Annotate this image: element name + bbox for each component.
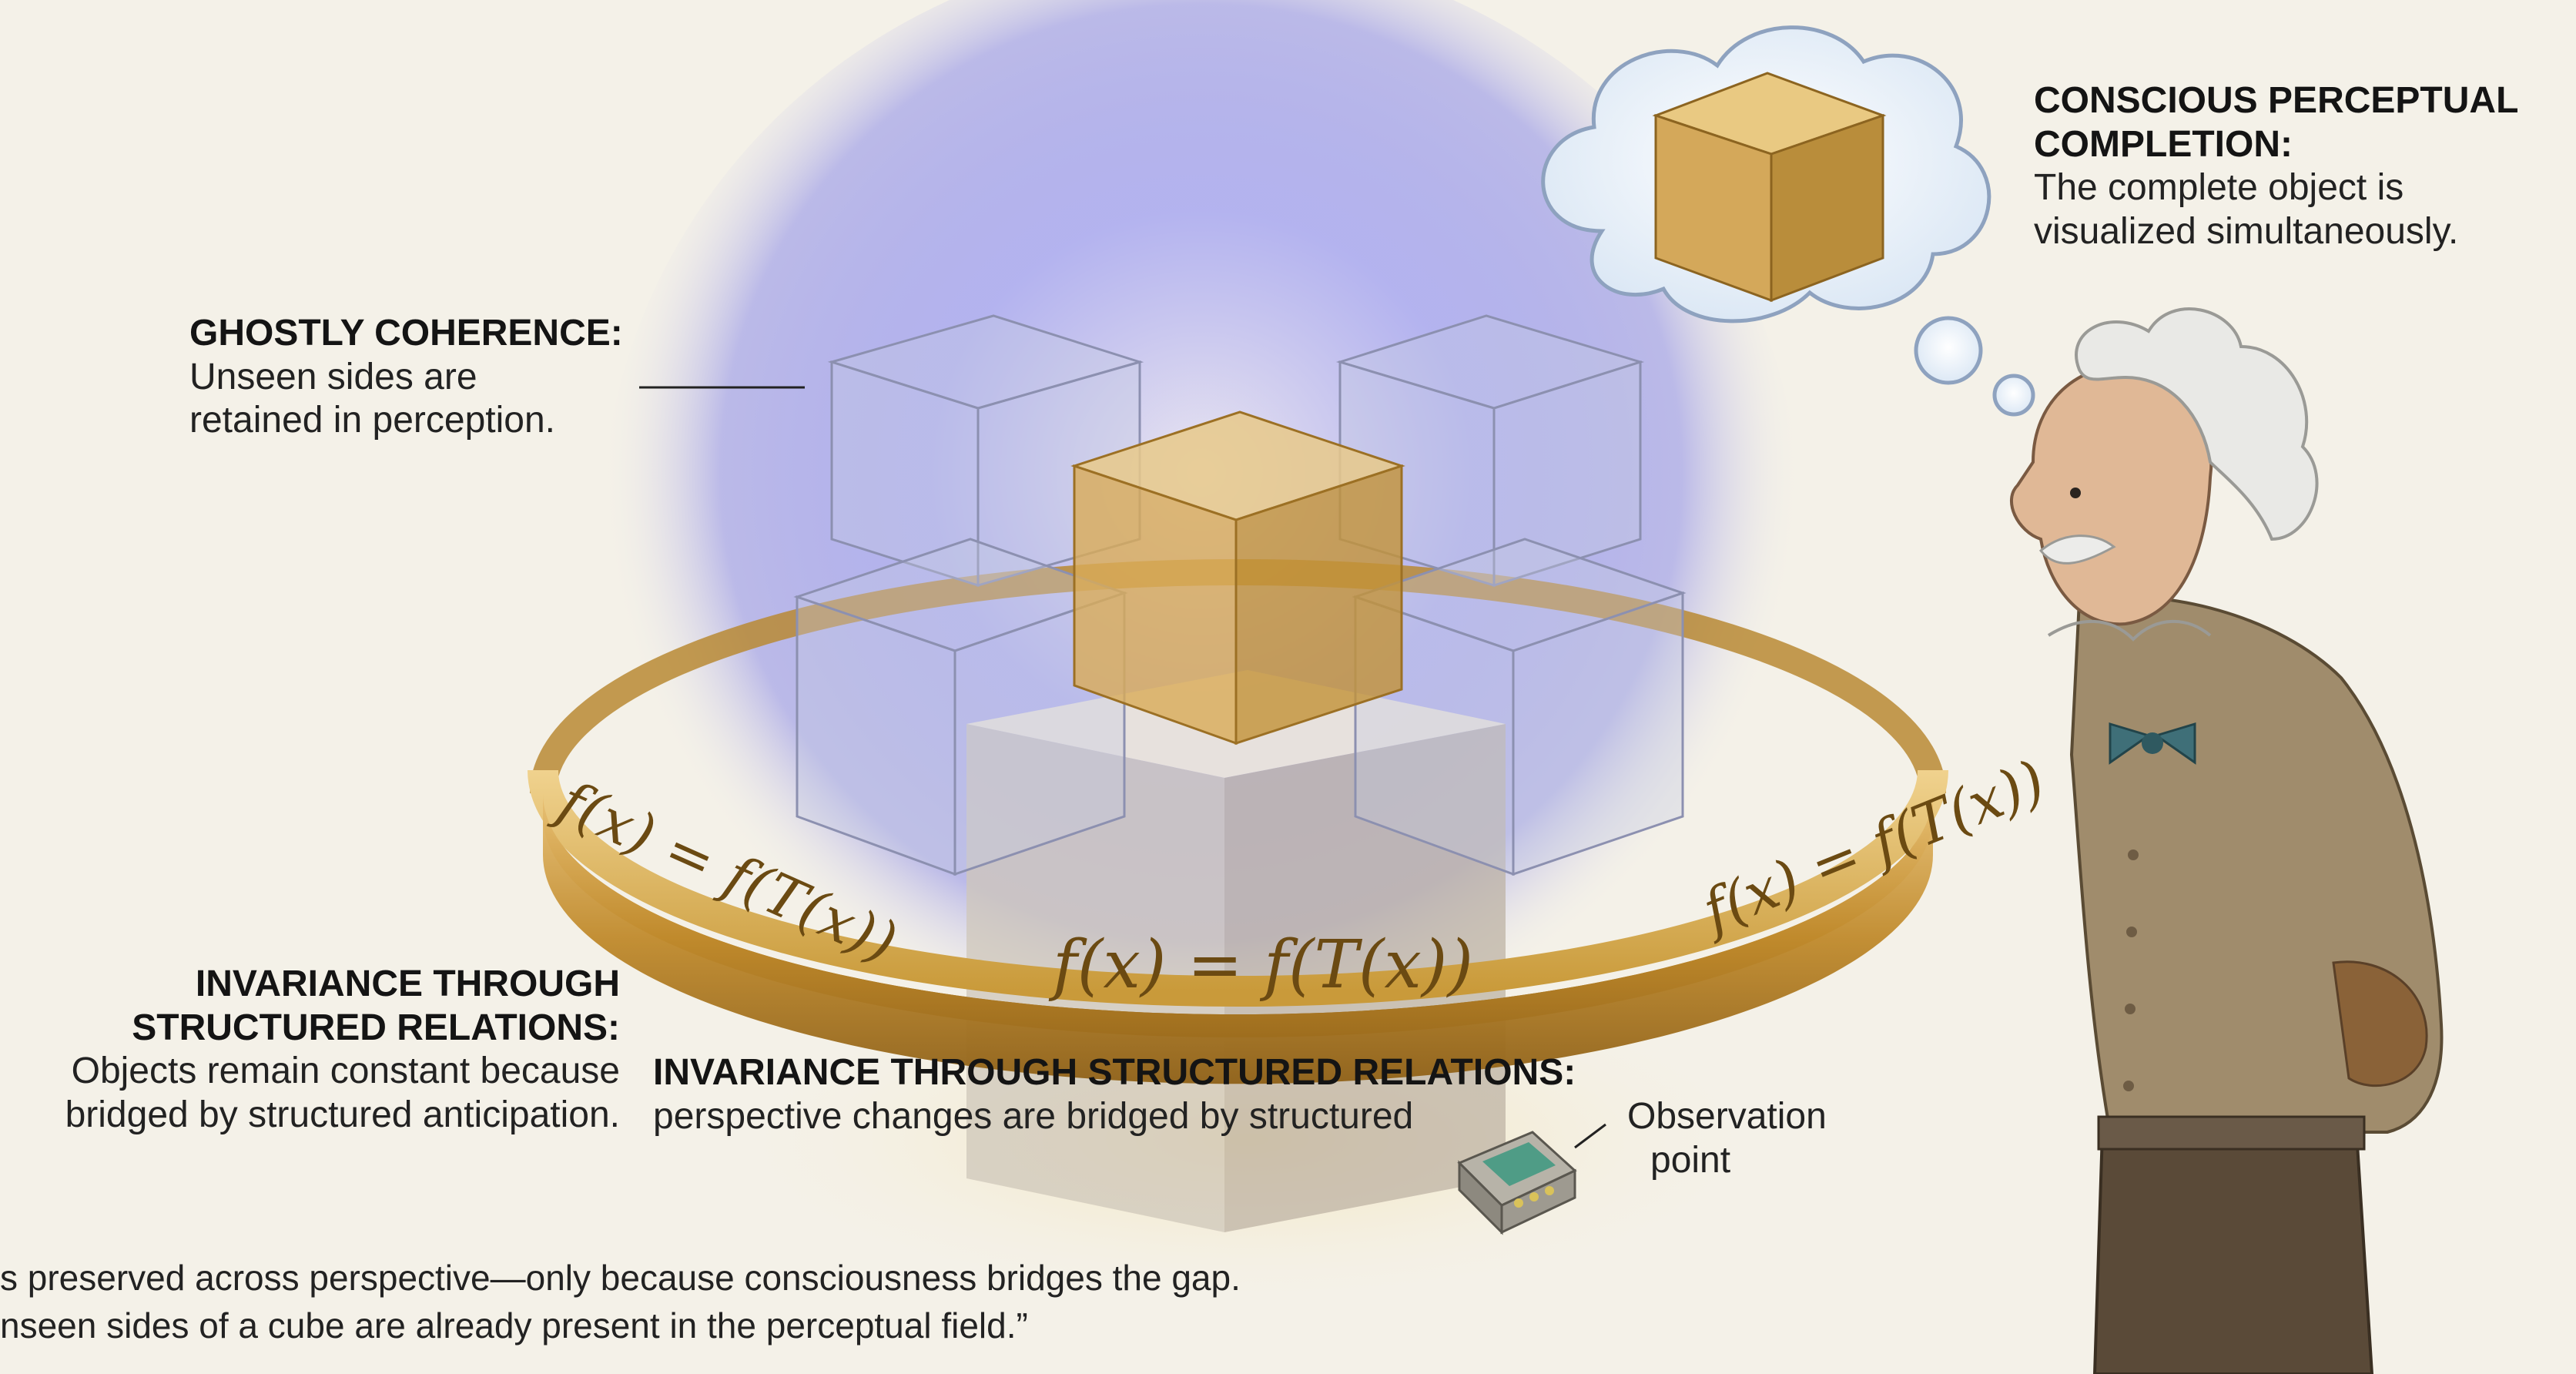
central-gold-cube bbox=[1070, 411, 1405, 746]
conscious-body-line1: The complete object is bbox=[2034, 167, 2404, 209]
ghostly-body-line2: retained in perception. bbox=[189, 400, 555, 441]
observation-point-label: Observation point bbox=[1627, 1095, 1827, 1182]
ghostly-title: GHOSTLY COHERENCE: bbox=[189, 313, 623, 354]
ghost-cube-back-right bbox=[1335, 314, 1645, 588]
invariance-left-title-line1: INVARIANCE THROUGH bbox=[195, 963, 620, 1004]
observation-line1: Observation bbox=[1627, 1096, 1827, 1137]
ring-formula-center: f(x) = f(T(x)) bbox=[1048, 927, 1473, 1004]
observation-line2: point bbox=[1650, 1139, 1731, 1181]
invariance-left-body-line1: Objects remain constant because bbox=[71, 1051, 620, 1092]
invariance-center-body: perspective changes are bridged by struc… bbox=[653, 1095, 1414, 1137]
conscious-body-line2: visualized simultaneously. bbox=[2034, 210, 2459, 252]
ghostly-coherence-label: GHOSTLY COHERENCE: Unseen sides are reta… bbox=[189, 312, 623, 443]
invariance-center-label: INVARIANCE THROUGH STRUCTURED RELATIONS:… bbox=[653, 1051, 1576, 1138]
ghost-cube-front-right bbox=[1352, 538, 1687, 876]
cube-icon bbox=[1652, 72, 1887, 303]
quote-line2: nseen sides of a cube are already presen… bbox=[0, 1305, 1028, 1346]
invariance-left-label: INVARIANCE THROUGH STRUCTURED RELATIONS:… bbox=[0, 963, 620, 1138]
gold-ring-front bbox=[528, 769, 1948, 1084]
ghostly-body-line1: Unseen sides are bbox=[189, 356, 477, 397]
conscious-title-line2: COMPLETION: bbox=[2034, 123, 2293, 165]
quote-line1: s preserved across perspective—only beca… bbox=[0, 1258, 1241, 1298]
observation-device-icon bbox=[1457, 1123, 1606, 1235]
invariance-left-title-line2: STRUCTURED RELATIONS: bbox=[132, 1007, 620, 1048]
conscious-title-line1: CONSCIOUS PERCEPTUAL bbox=[2034, 80, 2519, 121]
elderly-scientist-figure bbox=[2009, 307, 2444, 1374]
conscious-completion-label: CONSCIOUS PERCEPTUAL COMPLETION: The com… bbox=[2034, 79, 2518, 254]
invariance-left-body-line2: bridged by structured anticipation. bbox=[65, 1094, 620, 1135]
invariance-center-title: INVARIANCE THROUGH STRUCTURED RELATIONS: bbox=[653, 1052, 1576, 1093]
